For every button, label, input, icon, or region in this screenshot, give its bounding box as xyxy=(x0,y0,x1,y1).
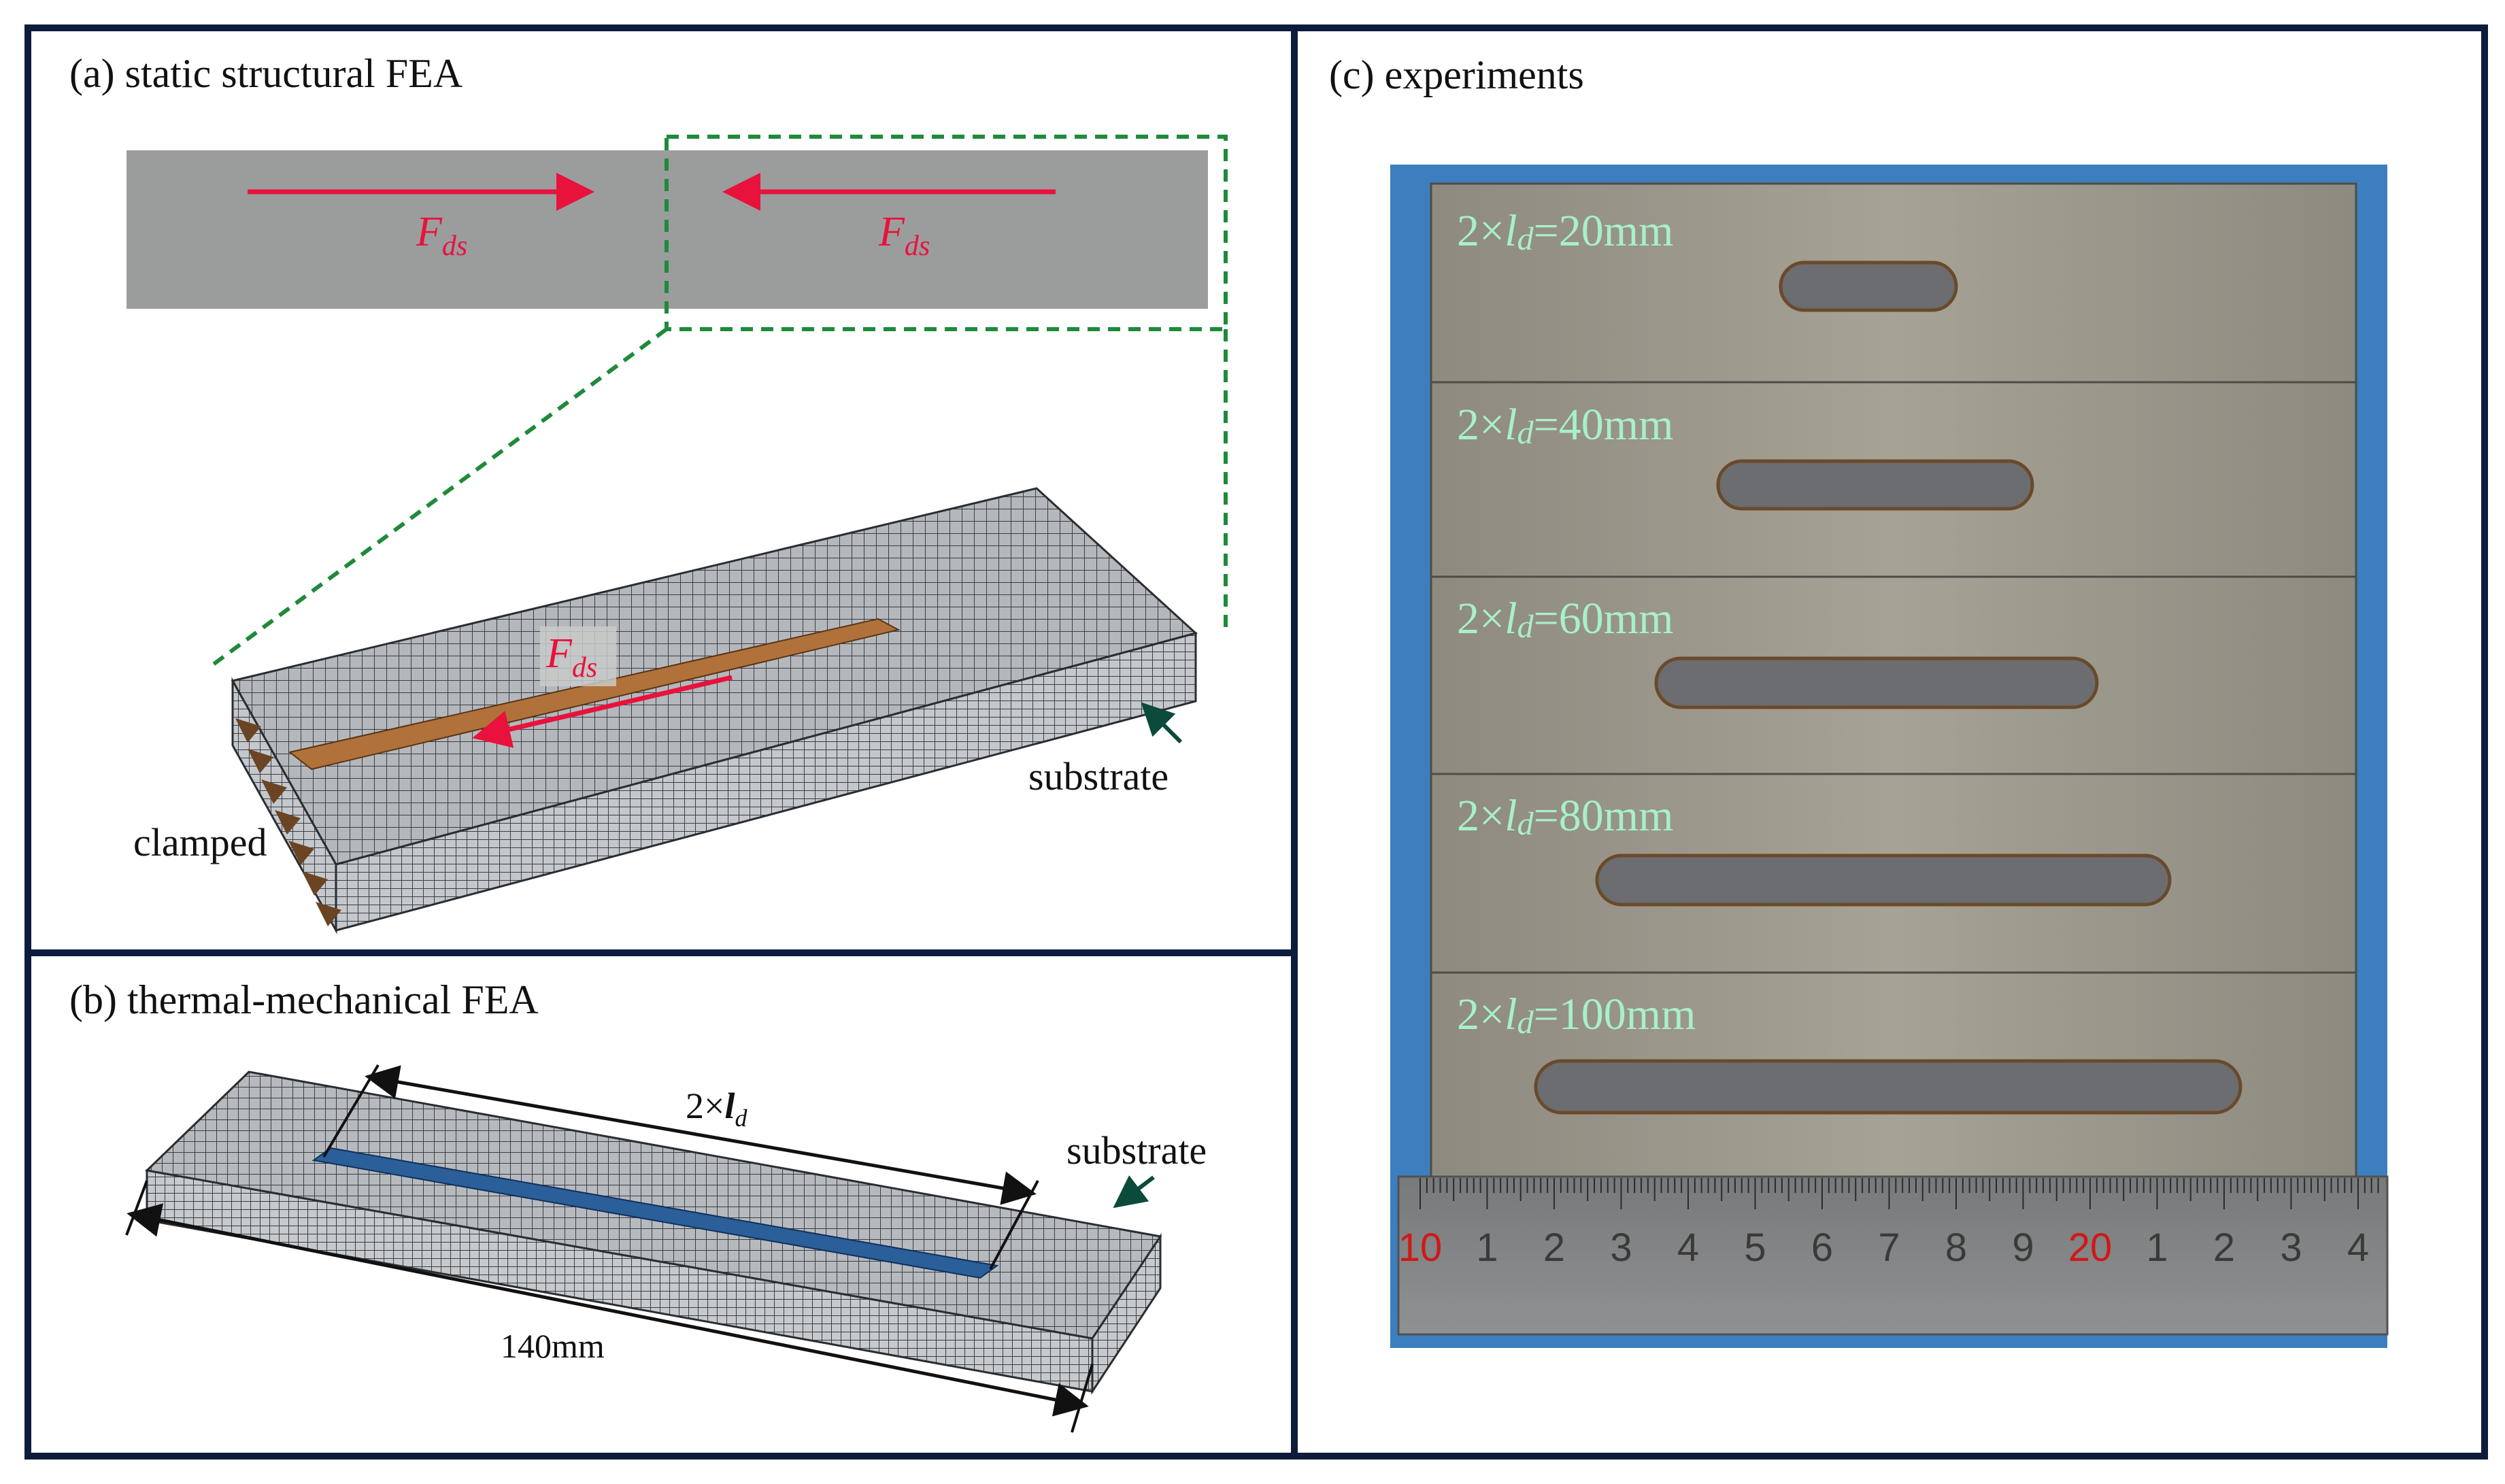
ruler-ticks xyxy=(1419,1178,2379,1209)
deposit-dimension-label: 2×ld xyxy=(686,1085,747,1132)
specimen-label-1: 2×ld=20mm xyxy=(1457,206,1673,257)
ruler-label: 4 xyxy=(2347,1226,2369,1270)
clamped-label: clamped xyxy=(133,820,267,864)
deposit-track-5 xyxy=(1534,1059,2242,1115)
panel-b-figure: 2×ld 140mm substrate xyxy=(125,1064,1207,1433)
specimen-label-2: 2×ld=40mm xyxy=(1457,400,1673,451)
deposit-track-4 xyxy=(1595,854,2172,907)
ruler-label: 8 xyxy=(1945,1226,1967,1270)
specimen-labels: 2×ld=20mm 2×ld=40mm 2×ld=60mm 2×ld=80mm … xyxy=(1457,206,1696,1041)
ruler-label: 3 xyxy=(1610,1226,1632,1270)
ruler-label: 6 xyxy=(1811,1226,1833,1270)
ruler-label: 1 xyxy=(2146,1226,2168,1270)
force-label-3d: Fds xyxy=(545,630,597,684)
ruler-label: 10 xyxy=(1398,1226,1443,1270)
zoom-line-left xyxy=(208,327,668,669)
ruler-label: 7 xyxy=(1878,1226,1900,1270)
ruler-label: 3 xyxy=(2280,1226,2302,1270)
substrate-pointer-b xyxy=(1113,1175,1155,1209)
dim-tick-left-2 xyxy=(125,1180,148,1236)
substrate-label-a: substrate xyxy=(1028,754,1169,798)
experiment-photo: 2×ld=20mm 2×ld=40mm 2×ld=60mm 2×ld=80mm … xyxy=(1390,165,2389,1348)
panel-a-figure: Fds Fds Fds clamped xyxy=(127,135,1228,934)
ruler: 10 1 2 3 4 5 6 7 8 9 20 1 2 3 4 xyxy=(1397,1175,2389,1336)
ruler-label: 1 xyxy=(1476,1226,1498,1270)
zoom-box xyxy=(665,135,1228,331)
force-label-2: Fds xyxy=(878,209,930,262)
force-label-1: Fds xyxy=(416,209,467,262)
ruler-body xyxy=(1397,1175,2389,1336)
panel-a-caption: (a) static structural FEA xyxy=(69,51,463,96)
ruler-label: 20 xyxy=(2068,1226,2113,1270)
clamp-symbols xyxy=(235,718,341,926)
specimen-label-5: 2×ld=100mm xyxy=(1457,990,1696,1041)
ruler-label: 4 xyxy=(1677,1226,1699,1270)
panel-thermal-mechanical: (b) thermal-mechanical FEA xyxy=(24,949,1298,1460)
ruler-label: 2 xyxy=(1543,1226,1565,1270)
ruler-labels: 10 1 2 3 4 5 6 7 8 9 20 1 2 3 4 xyxy=(1398,1226,2369,1270)
length-dimension-label: 140mm xyxy=(501,1327,605,1365)
panel-experiments: (c) experiments xyxy=(1291,24,2488,1460)
specimen-label-4: 2×ld=80mm xyxy=(1457,791,1673,842)
specimen-label-3: 2×ld=60mm xyxy=(1457,594,1673,645)
length-dimension xyxy=(127,1203,1089,1417)
force-arrow-3d xyxy=(472,675,733,748)
meshed-plate-3d: Fds xyxy=(231,487,1198,934)
force-label-bg xyxy=(540,626,616,686)
deposit-dimension xyxy=(365,1065,1037,1205)
meshed-plate-3d-b xyxy=(144,1070,1162,1396)
deposit-strip xyxy=(288,618,901,771)
substrate-pointer-a xyxy=(1141,702,1183,744)
panel-c-caption: (c) experiments xyxy=(1329,52,1584,97)
ruler-label: 2 xyxy=(2213,1226,2235,1270)
ruler-label: 9 xyxy=(2012,1226,2034,1270)
deposit-track-2 xyxy=(1716,459,2034,511)
substrate-label-b: substrate xyxy=(1066,1128,1207,1173)
panel-static-structural: (a) static structural FEA Fds Fds xyxy=(24,24,1298,956)
deposit-track-3 xyxy=(1654,656,2099,709)
deposit-track-1 xyxy=(1779,260,1958,312)
panel-b-caption: (b) thermal-mechanical FEA xyxy=(69,977,539,1022)
deposit-tracks xyxy=(1534,260,2242,1115)
ruler-label: 5 xyxy=(1744,1226,1766,1270)
